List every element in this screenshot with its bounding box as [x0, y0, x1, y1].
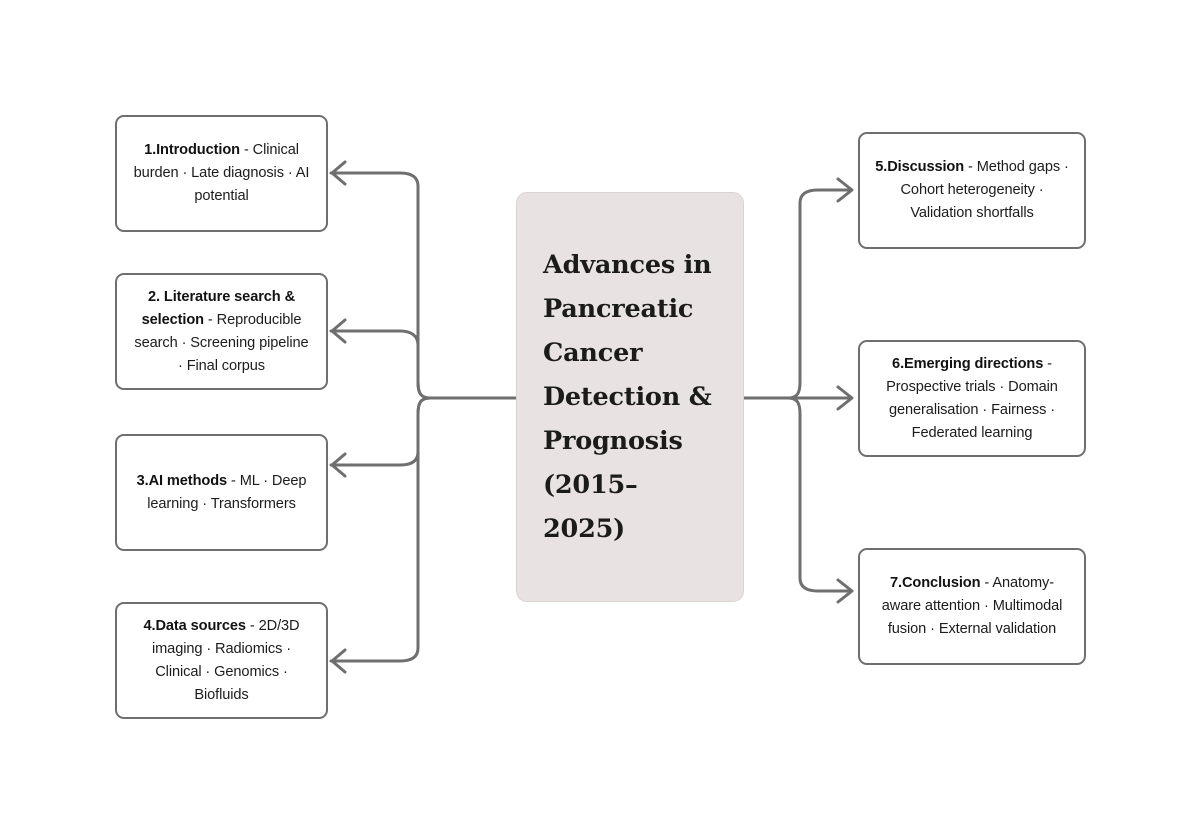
node-data-sources-detail: 2D/3D imaging · Radiomics · Clinical · G…: [151, 617, 300, 703]
center-line-3: Detection &: [543, 382, 712, 412]
arrowhead-introduction: [330, 160, 347, 186]
center-line-1: Pancreatic: [543, 294, 694, 324]
node-literature-search-label: 2. Literature search & selection: [141, 288, 296, 328]
node-conclusion-detail: Anatomy-aware attention · Multimodal fus…: [881, 575, 1063, 637]
node-data-sources-dash: -: [245, 617, 259, 634]
node-ai-methods-text: 3.AI methods - ML · Deep learning · Tran…: [131, 470, 312, 516]
arrowhead-emerging: [836, 385, 854, 411]
node-discussion-text: 5.Discussion - Method gaps · Cohort hete…: [874, 156, 1070, 225]
connector-left-to-introduction: [329, 171, 432, 400]
node-literature-search[interactable]: 2. Literature search & selection - Repro…: [115, 273, 328, 390]
node-ai-methods[interactable]: 3.AI methods - ML · Deep learning · Tran…: [115, 434, 328, 551]
node-conclusion-label: 7.Conclusion: [890, 575, 981, 591]
node-introduction-detail: Clinical burden · Late diagnosis · AI po…: [133, 142, 310, 204]
node-conclusion-text: 7.Conclusion - Anatomy-aware attention ·…: [874, 572, 1070, 641]
arrowhead-data-sources: [330, 648, 347, 674]
node-ai-methods-label: 3.AI methods: [136, 472, 228, 489]
node-literature-search-dash: -: [203, 311, 217, 328]
center-line-2: Cancer: [543, 338, 643, 368]
node-emerging-directions-label: 6.Emerging directions: [892, 355, 1044, 372]
arrowhead-ai-methods: [330, 452, 347, 478]
node-discussion-dash: -: [964, 159, 977, 175]
connector-left-to-data-sources: [329, 396, 432, 663]
node-emerging-directions-text: 6.Emerging directions - Prospective tria…: [874, 353, 1070, 445]
connector-left-to-literature: [329, 329, 432, 400]
node-emerging-directions-dash: -: [1043, 355, 1052, 372]
node-introduction-label: 1.Introduction: [144, 142, 240, 158]
arrowhead-discussion: [836, 177, 854, 203]
node-ai-methods-detail: ML · Deep learning · Transformers: [147, 472, 307, 512]
arrowhead-literature: [330, 318, 347, 344]
center-node-title: Advances in Pancreatic Cancer Detection …: [543, 243, 717, 551]
center-line-0: Advances in: [543, 250, 712, 280]
node-discussion-detail: Method gaps · Cohort heterogeneity · Val…: [900, 159, 1069, 221]
connector-left-to-ai-methods: [329, 396, 432, 467]
center-line-4: Prognosis: [543, 426, 683, 456]
center-line-5: (2015–2025): [543, 470, 638, 544]
connector-right-to-discussion: [786, 188, 853, 400]
node-introduction-dash: -: [239, 142, 253, 158]
node-emerging-directions[interactable]: 6.Emerging directions - Prospective tria…: [858, 340, 1086, 457]
node-introduction-text: 1.Introduction - Clinical burden · Late …: [131, 139, 312, 208]
node-literature-search-text: 2. Literature search & selection - Repro…: [131, 286, 312, 378]
node-discussion[interactable]: 5.Discussion - Method gaps · Cohort hete…: [858, 132, 1086, 249]
arrowhead-conclusion: [836, 578, 854, 604]
node-discussion-label: 5.Discussion: [875, 159, 965, 175]
node-conclusion-dash: -: [980, 575, 993, 591]
node-data-sources[interactable]: 4.Data sources - 2D/3D imaging · Radiomi…: [115, 602, 328, 719]
node-emerging-directions-detail: Prospective trials · Domain generalisati…: [886, 378, 1058, 441]
center-node[interactable]: Advances in Pancreatic Cancer Detection …: [516, 192, 744, 602]
node-literature-search-detail: Reproducible search · Screening pipeline…: [134, 311, 309, 374]
node-introduction[interactable]: 1.Introduction - Clinical burden · Late …: [115, 115, 328, 232]
connector-right-to-conclusion: [786, 396, 853, 593]
node-data-sources-text: 4.Data sources - 2D/3D imaging · Radiomi…: [131, 615, 312, 707]
node-conclusion[interactable]: 7.Conclusion - Anatomy-aware attention ·…: [858, 548, 1086, 665]
node-ai-methods-dash: -: [227, 472, 240, 489]
node-data-sources-label: 4.Data sources: [143, 617, 247, 634]
